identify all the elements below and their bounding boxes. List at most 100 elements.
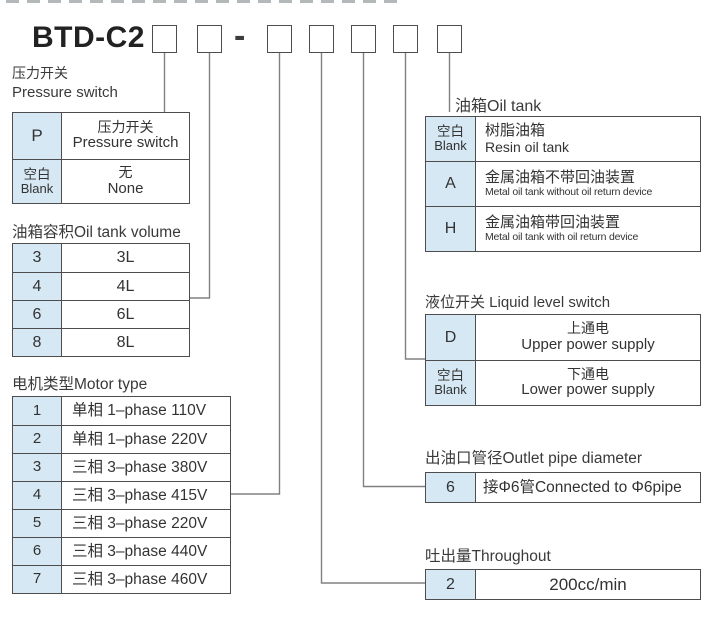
table-row: 8 8L (13, 328, 189, 356)
code-box-oil-tank (437, 25, 462, 53)
code-cell: 1 (13, 397, 62, 425)
value-cell: 下通电 Lower power supply (476, 361, 700, 405)
throughput-table: 2 200cc/min (425, 569, 701, 600)
code-cell: D (426, 315, 476, 360)
value-cell: 三相 3–phase 220V (62, 510, 230, 537)
code-cell: 6 (13, 301, 62, 328)
code-cell: 6 (426, 473, 476, 502)
value-cell: 上通电 Upper power supply (476, 315, 700, 360)
value-en: Resin oil tank (485, 138, 570, 155)
code-cell: 2 (13, 426, 62, 453)
code-cell: H (426, 207, 476, 251)
value-cn: 无 (118, 164, 133, 181)
value-en: Metal oil tank with oil return device (485, 230, 639, 243)
value-cell: 8L (62, 329, 189, 356)
code-box-throughput (309, 25, 334, 53)
value-cn: 金属油箱不带回油装置 (485, 168, 636, 186)
value-cell: 三相 3–phase 415V (62, 482, 230, 509)
code-value: 空白 (23, 166, 51, 182)
pressure-switch-label-en: Pressure switch (12, 84, 118, 101)
table-row: H 金属油箱带回油装置 Metal oil tank with oil retu… (426, 206, 700, 251)
value-cell: 树脂油箱 Resin oil tank (476, 117, 700, 161)
value-cell: 三相 3–phase 440V (62, 538, 230, 565)
table-row: 6 接Φ6管Connected to Φ6pipe (426, 473, 700, 502)
code-box-outlet-pipe (351, 25, 376, 53)
value-en: Metal oil tank without oil return device (485, 185, 653, 198)
code-cell: 2 (426, 570, 476, 599)
value-cell: 单相 1–phase 110V (62, 397, 230, 425)
model-separator: - (234, 17, 246, 55)
table-row: 3 3L (13, 244, 189, 272)
value-cn: 上通电 (567, 320, 609, 337)
code-value: 空白 (437, 124, 464, 140)
code-value: 空白 (437, 368, 464, 384)
table-row: 空白 Blank 无 None (13, 159, 189, 203)
table-row: 空白 Blank 树脂油箱 Resin oil tank (426, 117, 700, 161)
code-sub: Blank (434, 138, 467, 154)
code-sub: Blank (434, 382, 467, 398)
motor-type-label: 电机类型Motor type (12, 376, 148, 393)
code-cell: 5 (13, 510, 62, 537)
liquid-level-switch-table: D 上通电 Upper power supply 空白 Blank 下通电 Lo… (425, 314, 701, 406)
code-cell: P (13, 113, 62, 159)
table-row: 7 三相 3–phase 460V (13, 565, 230, 593)
code-cell: 4 (13, 273, 62, 300)
outlet-pipe-label: 出油口管径Outlet pipe diameter (425, 450, 643, 467)
table-row: 2 200cc/min (426, 570, 700, 599)
code-box-liquid-level (393, 25, 418, 53)
cropped-text-remnant (6, 0, 398, 3)
value-cell: 6L (62, 301, 189, 328)
motor-type-table: 1 单相 1–phase 110V 2 单相 1–phase 220V 3 三相… (12, 396, 231, 594)
code-cell: 8 (13, 329, 62, 356)
value-cn: 压力开关 (97, 118, 154, 135)
value-cell: 接Φ6管Connected to Φ6pipe (476, 473, 700, 502)
table-row: 6 6L (13, 300, 189, 328)
value-en: Lower power supply (521, 381, 655, 399)
code-cell: 7 (13, 566, 62, 593)
table-row: 3 三相 3–phase 380V (13, 453, 230, 481)
table-row: 4 4L (13, 272, 189, 300)
value-cn: 树脂油箱 (485, 121, 546, 139)
table-row: 2 单相 1–phase 220V (13, 425, 230, 453)
code-cell: 3 (13, 454, 62, 481)
table-row: 空白 Blank 下通电 Lower power supply (426, 360, 700, 405)
outlet-pipe-table: 6 接Φ6管Connected to Φ6pipe (425, 472, 701, 503)
code-cell: 4 (13, 482, 62, 509)
table-row: A 金属油箱不带回油装置 Metal oil tank without oil … (426, 161, 700, 206)
code-value: H (444, 220, 457, 238)
oil-tank-table: 空白 Blank 树脂油箱 Resin oil tank A 金属油箱不带回油装… (425, 116, 701, 252)
pressure-switch-label: 压力开关 Pressure switch (12, 64, 118, 102)
value-cell: 3L (62, 244, 189, 272)
code-cell: 空白 Blank (13, 160, 62, 203)
code-value: P (31, 126, 43, 146)
table-row: 1 单相 1–phase 110V (13, 397, 230, 425)
table-row: 5 三相 3–phase 220V (13, 509, 230, 537)
table-row: 6 三相 3–phase 440V (13, 537, 230, 565)
value-en: Pressure switch (72, 134, 179, 152)
table-row: D 上通电 Upper power supply (426, 315, 700, 360)
value-cell: 压力开关 Pressure switch (62, 113, 189, 159)
code-box-pressure-switch (152, 25, 177, 53)
oil-tank-volume-label: 油箱容积Oil tank volume (12, 224, 181, 241)
model-prefix: BTD-C2 (32, 21, 145, 54)
value-en: Upper power supply (521, 335, 655, 353)
table-row: 4 三相 3–phase 415V (13, 481, 230, 509)
code-cell: 空白 Blank (426, 117, 476, 161)
value-cell: 三相 3–phase 460V (62, 566, 230, 593)
code-cell: 空白 Blank (426, 361, 476, 405)
value-cell: 三相 3–phase 380V (62, 454, 230, 481)
code-sub: Blank (20, 180, 54, 196)
table-row: P 压力开关 Pressure switch (13, 113, 189, 159)
code-value: D (444, 328, 457, 346)
throughput-label: 吐出量Throughout (425, 548, 551, 565)
code-box-motor-type (267, 25, 292, 53)
code-cell: 6 (13, 538, 62, 565)
code-box-oil-tank-volume (197, 25, 222, 53)
liquid-level-switch-label: 液位开关 Liquid level switch (425, 294, 611, 311)
value-cn: 金属油箱带回油装置 (485, 213, 621, 231)
value-cell: 4L (62, 273, 189, 300)
code-value: A (445, 175, 456, 193)
pressure-switch-table: P 压力开关 Pressure switch 空白 Blank 无 None (12, 112, 190, 204)
pressure-switch-label-cn: 压力开关 (12, 65, 68, 81)
